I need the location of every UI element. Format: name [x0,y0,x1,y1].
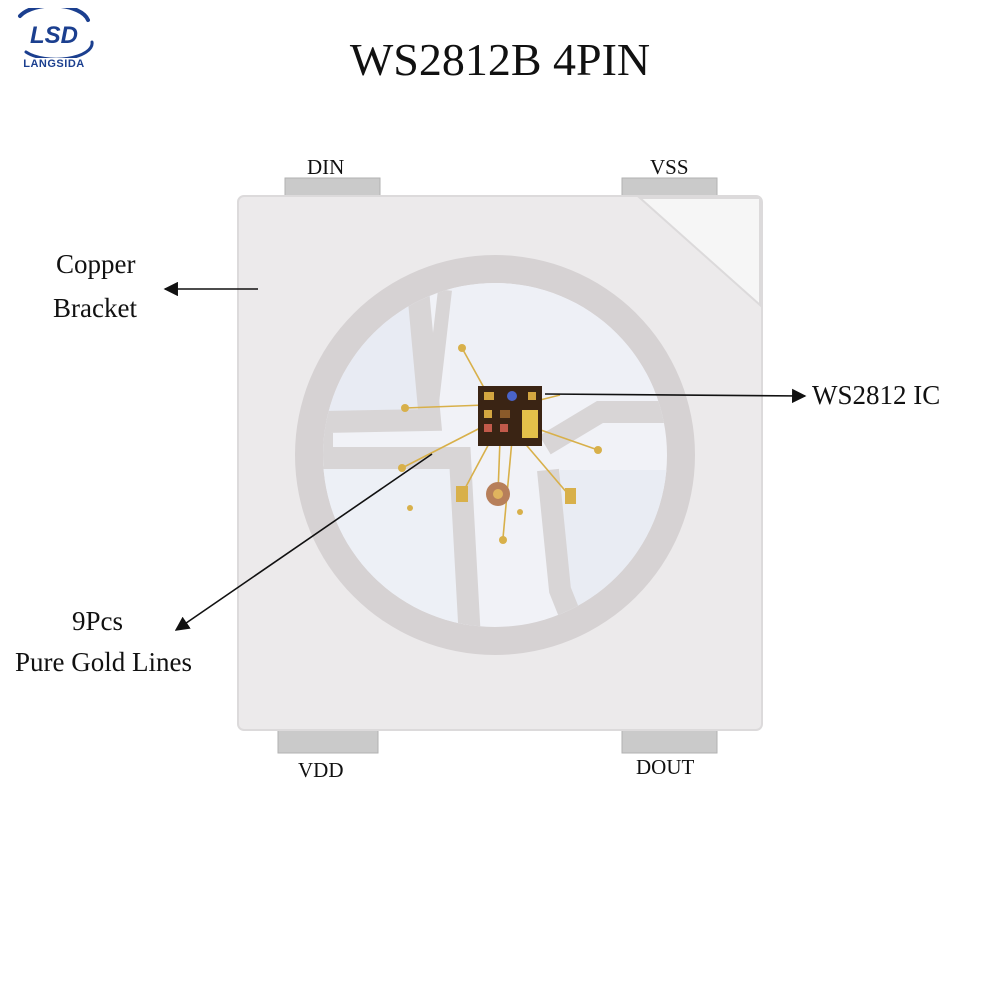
callout-gold-line1: 9Pcs [72,606,124,636]
page-title: WS2812B 4PIN [349,34,651,85]
pin-label-dout: DOUT [636,755,695,779]
callout-ws2812-ic: WS2812 IC [812,380,941,410]
callout-copper-line1: Copper [56,249,136,279]
callout-gold-line2: Pure Gold Lines [15,647,192,677]
pin1-chamfer [637,197,761,308]
langsida-logo: LSD LANGSIDA [6,3,102,78]
pin-label-din: DIN [307,155,345,179]
wire-bond-pads [398,344,602,544]
ws2812-ic-arrow [544,388,807,404]
pin-pad-vdd [277,727,379,754]
pin-label-vdd: VDD [298,758,344,782]
gold-lines-arrow [174,453,433,631]
logo-text: LANGSIDA [23,58,85,70]
callout-copper-line2: Bracket [53,293,137,323]
pin-label-vss: VSS [650,155,689,179]
pin-pad-dout [621,727,718,754]
logo-mark-text: LSD [30,22,78,49]
ws2812-ic-chip [478,386,542,446]
